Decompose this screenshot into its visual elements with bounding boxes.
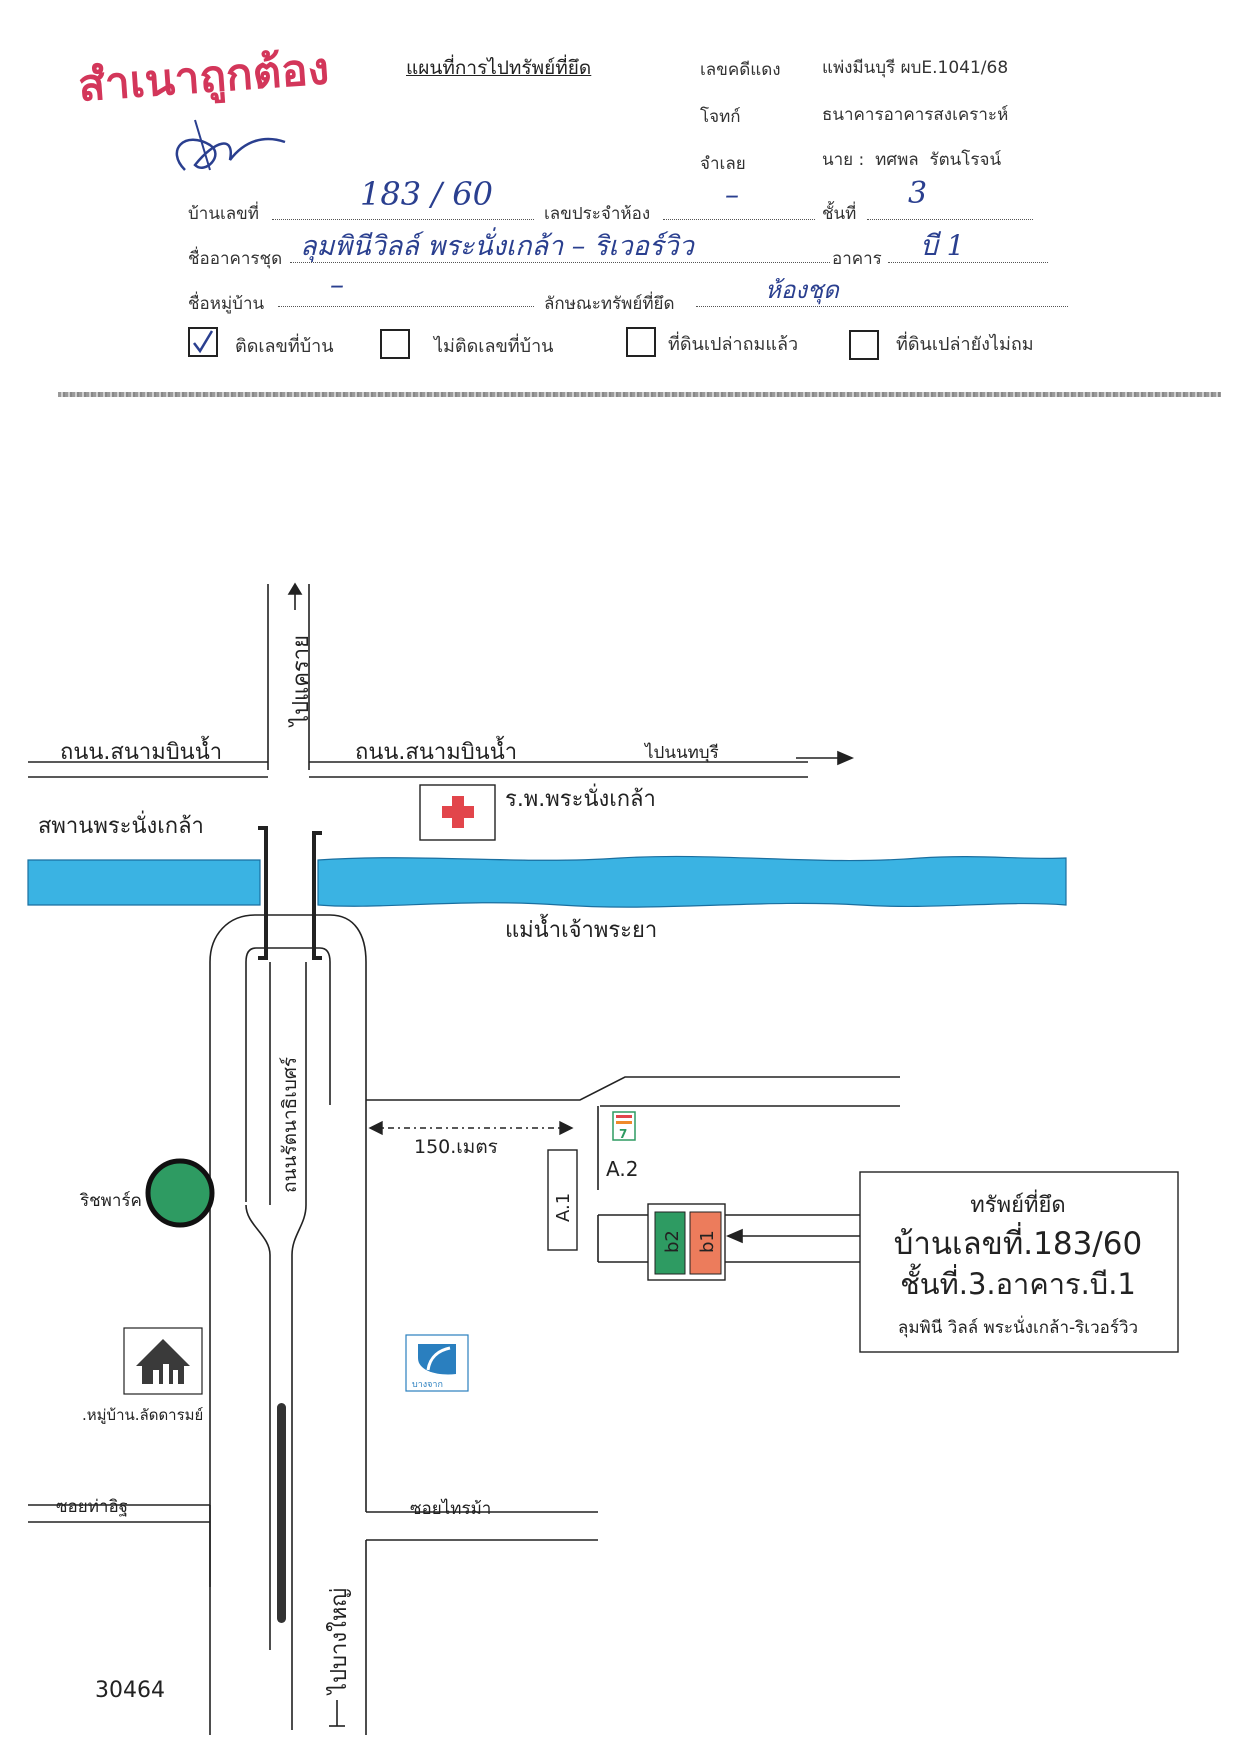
arrow-to-bang-yai [329, 1700, 345, 1727]
village-label: ชื่อหมู่บ้าน [188, 294, 265, 314]
river-chao-phraya-left [27, 859, 261, 906]
room-no-value: – [725, 178, 739, 211]
label-distance: 150.เมตร [414, 1136, 498, 1158]
signature [175, 119, 286, 171]
label-road-left: ถนน.สนามบินน้ำ [60, 736, 222, 765]
floor-line [867, 219, 1033, 220]
arrow-to-property [725, 1228, 860, 1244]
label-road-right: ถนน.สนามบินน้ำ [355, 736, 517, 765]
plaintiff-label: โจทก์ [700, 107, 741, 127]
house-no-line [272, 219, 534, 220]
label-ritz-park: ริชพาร์ค [79, 1191, 142, 1211]
bridge-bracket-right [312, 831, 322, 960]
building-value: บี 1 [920, 229, 965, 262]
checkbox-label-filled-land: ที่ดินเปล่าถมแล้ว [668, 334, 799, 355]
building-b2 [654, 1211, 686, 1275]
seized-floor: ชั้นที่.3.อาคาร.บี.1 [900, 1263, 1136, 1301]
seized-title: ทรัพย์ที่ยึด [970, 1189, 1065, 1218]
house-no-label: บ้านเลขที่ [188, 204, 260, 224]
condo-label: ชื่ออาคารชุด [188, 249, 283, 269]
road-fork [245, 1204, 271, 1650]
house-no-value: 183 / 60 [360, 175, 493, 213]
seized-house: บ้านเลขที่.183/60 [894, 1222, 1142, 1262]
plaintiff-value: ธนาคารอาคารสงเคราะห์ [822, 105, 1009, 125]
property-type-label: ลักษณะทรัพย์ที่ยึด [544, 294, 675, 314]
label-building-b2: b2 [662, 1230, 683, 1253]
side-road [366, 1076, 900, 1101]
case-value: แพ่งมีนบุรี ผบE.1041/68 [822, 58, 1009, 78]
distance-line [368, 1120, 574, 1136]
label-bridge: สพานพระนั่งเกล้า [38, 810, 204, 839]
room-no-line [663, 219, 815, 220]
road-median [277, 1403, 286, 1623]
label-to-bang-yai: ไปบางใหญ่ [326, 1588, 352, 1696]
defendant-value: นาย : ทศพล รัตนโรจน์ [822, 150, 1002, 170]
checkbox-filled-land[interactable] [626, 327, 656, 357]
checkbox-unfilled-land[interactable] [849, 330, 879, 360]
property-type-line [696, 306, 1068, 307]
checkbox-label-unfilled-land: ที่ดินเปล่ายังไม่ถม [896, 334, 1034, 355]
label-to-nonthaburi: ไปนนทบุรี [643, 742, 719, 763]
room-no-label: เลขประจำห้อง [544, 204, 651, 224]
label-village: .หมู่บ้าน.ลัดดารมย์ [82, 1406, 203, 1424]
checkbox-label-house-number: ติดเลขที่บ้าน [235, 336, 334, 357]
checkbox-label-no-house-number: ไม่ติดเลขที่บ้าน [434, 336, 554, 357]
label-building-a2: A.2 [606, 1157, 638, 1181]
label-main-road: ถนนรัตนาธิเบศร์ [279, 1057, 301, 1193]
river-chao-phraya [317, 855, 1067, 908]
case-label: เลขคดีแดง [700, 60, 781, 80]
floor-label: ชั้นที่ [822, 204, 857, 224]
road-inner [245, 947, 331, 1202]
seized-property-box [859, 1171, 1179, 1353]
arrow-to-khae-rai [287, 582, 303, 610]
floor-value: 3 [908, 176, 928, 211]
separator-line [58, 392, 1221, 397]
building-b1 [689, 1211, 722, 1275]
red-cross-icon [442, 796, 474, 828]
road-fork [291, 1204, 307, 1730]
tree-icon [145, 1158, 215, 1228]
label-river: แม่น้ำเจ้าพระยา [505, 914, 657, 943]
seven-eleven-icon [612, 1111, 636, 1141]
arrow-to-nonthaburi [796, 750, 855, 766]
checkbox-house-number[interactable] [188, 327, 218, 357]
road-outer [209, 914, 367, 1587]
building-label: อาคาร [832, 249, 882, 269]
village-value: – [330, 268, 344, 301]
label-seven-eleven: 7 [619, 1127, 627, 1141]
label-to-khae-rai: ไปแคราย [288, 635, 314, 728]
building-line [888, 262, 1048, 263]
label-building-b1: b1 [697, 1230, 718, 1253]
property-type-value: ห้องชุด [765, 276, 839, 304]
checkbox-no-house-number[interactable] [380, 329, 410, 359]
defendant-label: จำเลย [700, 154, 746, 174]
condo-line [290, 262, 830, 263]
village-line [278, 306, 534, 307]
seized-project: ลุมพินี วิลล์ พระนั่งเกล้า-ริเวอร์วิว [898, 1315, 1138, 1338]
label-map-id: 30464 [95, 1678, 165, 1703]
label-hospital: ร.พ.พระนั่งเกล้า [505, 783, 656, 812]
label-soi-right: ซอยไทรม้า [410, 1498, 491, 1519]
building-a1 [547, 1149, 578, 1251]
label-soi-left: ซอยท่าอิฐ [56, 1497, 128, 1517]
bridge-bracket-left [258, 826, 268, 960]
label-bangchak: บางจาก [412, 1380, 443, 1390]
page-title: แผนที่การไปทรัพย์ที่ยึด [406, 57, 592, 79]
checkmark-icon [193, 330, 214, 354]
label-building-a1: A.1 [553, 1193, 574, 1222]
condo-value: ลุมพินีวิลล์ พระนั่งเกล้า – ริเวอร์วิว [300, 231, 694, 262]
